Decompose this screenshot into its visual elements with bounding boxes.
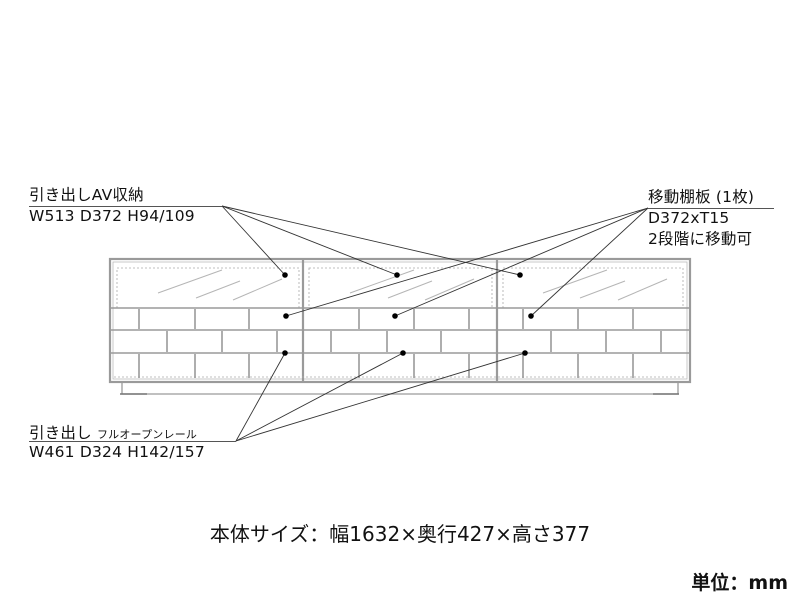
callout-shelf-note: 2段階に移動可 [648, 230, 753, 248]
callout-shelf-underline [648, 208, 774, 209]
leader-lines [221, 205, 649, 442]
drawer-front-brick-pattern [111, 307, 689, 378]
callout-av-drawer-title: 引き出しAV収納 [29, 186, 144, 204]
glass-panels [114, 267, 686, 378]
callout-drawer-underline [29, 441, 236, 442]
body-size-caption: 本体サイズ：幅1632×奥行427×高さ377 [209, 522, 591, 546]
callout-av-drawer-underline [29, 206, 222, 207]
callout-drawer-title: 引き出し フルオープンレール [29, 424, 197, 444]
callout-drawer-title-main: 引き出し [29, 424, 92, 442]
callout-shelf-title: 移動棚板 (1枚) [648, 188, 755, 206]
unit-caption: 単位：mm [691, 572, 788, 594]
glass-reflection-marks [157, 269, 668, 301]
plinth [120, 383, 679, 395]
callout-shelf-dims: D372xT15 [648, 209, 730, 227]
callout-drawer-dims: W461 D324 H142/157 [29, 443, 205, 461]
callout-av-drawer-dims: W513 D372 H94/109 [29, 207, 195, 225]
callout-drawer-subtitle: フルオープンレール [96, 428, 198, 441]
cabinet-body [108, 257, 692, 384]
callout-dots [282, 272, 534, 356]
